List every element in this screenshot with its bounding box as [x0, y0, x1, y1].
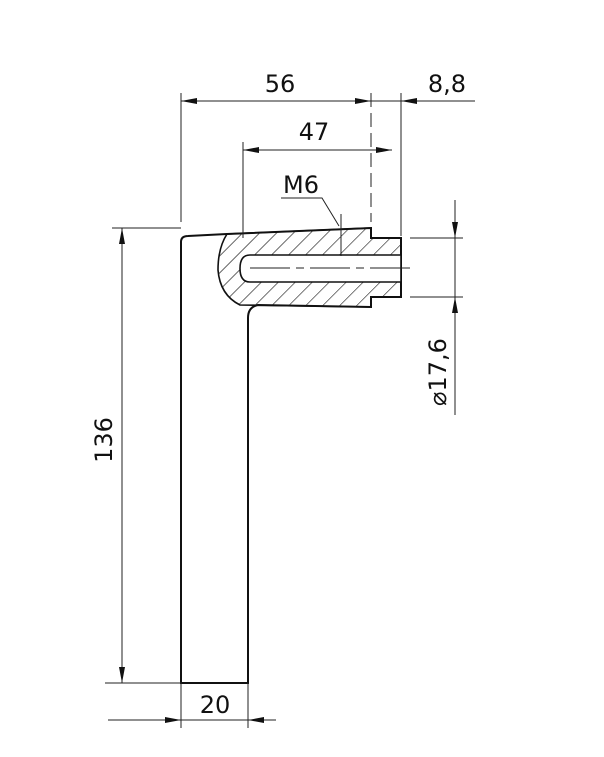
dimension-8-8-label: 8,8 [428, 70, 466, 98]
dimension-diameter-label: ⌀17,6 [424, 338, 452, 406]
dimension-47-label: 47 [299, 118, 330, 146]
dimension-20: 20 [108, 683, 276, 728]
dimension-136: 136 [90, 227, 181, 684]
thread-callout: M6 [281, 171, 342, 256]
thread-label: M6 [283, 171, 319, 199]
dimension-136-label: 136 [90, 417, 118, 463]
dimension-56: 56 8,8 [180, 70, 475, 236]
dimension-47: 47 [242, 118, 392, 238]
dimension-20-label: 20 [200, 691, 231, 719]
sectioned-insert [217, 227, 415, 308]
dimension-56-label: 56 [265, 70, 296, 98]
dimension-diameter: ⌀17,6 [410, 200, 463, 415]
